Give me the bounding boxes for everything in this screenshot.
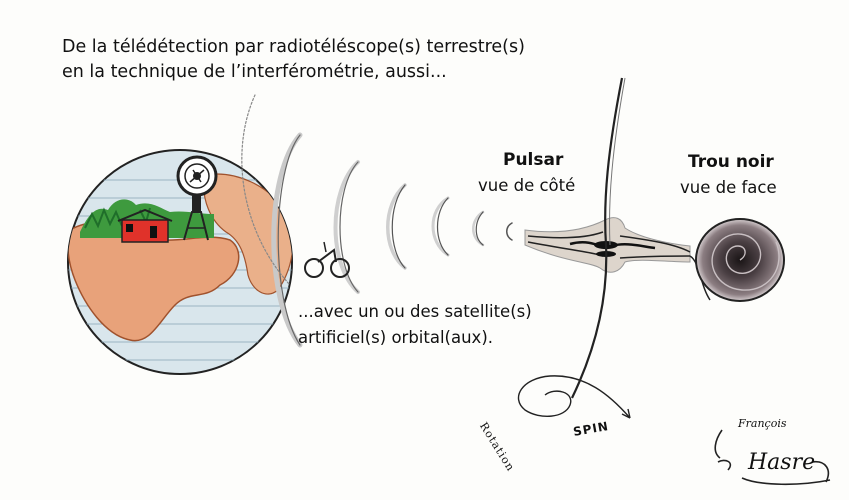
radio-waves [241, 94, 513, 348]
pulsar-subtitle: vue de côté [478, 176, 576, 195]
black-hole-subtitle: vue de face [680, 178, 777, 197]
signature-first-name: François [738, 417, 787, 430]
satellites-line-1: ...avec un ou des satellite(s) [298, 302, 532, 321]
satellite-icon [304, 241, 350, 278]
satellites-line-2: artificiel(s) orbital(aux). [298, 328, 494, 347]
signature-last-name: Hasre [748, 450, 816, 475]
black-hole-title: Trou noir [688, 152, 774, 172]
pulsar-title: Pulsar [503, 150, 564, 170]
black-hole-drawing [695, 218, 785, 302]
earth-globe [67, 149, 293, 375]
signature-flourish [714, 429, 831, 486]
intro-line-2: en la technique de l’interférométrie, au… [62, 62, 447, 82]
radio-telescope-icon [176, 155, 218, 241]
intro-line-1: De la télédétection par radiotéléscope(s… [62, 37, 525, 57]
spin-spiral-icon [517, 375, 631, 419]
pulsar-drawing [524, 77, 711, 399]
house [117, 208, 173, 243]
